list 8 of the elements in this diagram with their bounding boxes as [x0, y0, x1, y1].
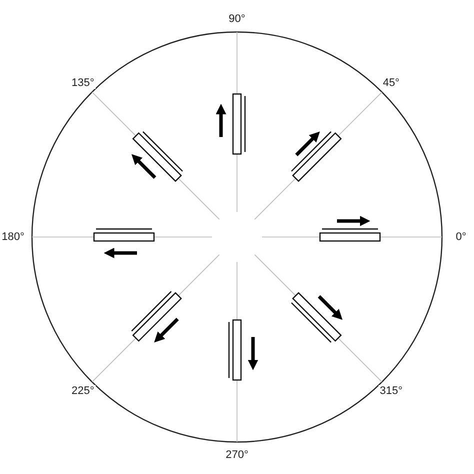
angle-label: 180°	[0, 231, 26, 243]
angle-label: 315°	[378, 385, 404, 398]
angle-label: 225°	[70, 385, 96, 398]
angle-label: 45°	[382, 76, 400, 89]
angle-label: 90°	[228, 13, 246, 25]
angle-label: 270°	[224, 449, 250, 461]
angle-label: 135°	[70, 76, 96, 89]
angle-label: 0°	[454, 231, 468, 243]
